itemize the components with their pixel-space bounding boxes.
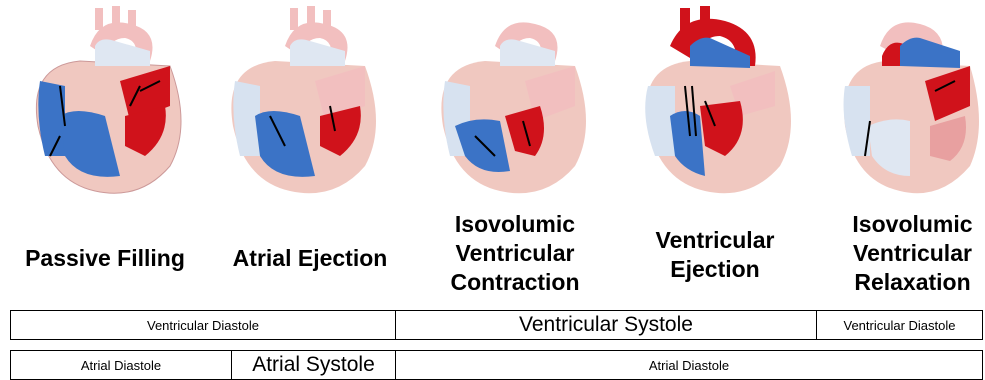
stage-label-isovolumic-contraction: Isovolumic Ventricular Contraction — [440, 210, 590, 297]
stage-label-isovolumic-relaxation: Isovolumic Ventricular Relaxation — [840, 210, 985, 297]
ventricular-diastole-bar-1: Ventricular Diastole — [10, 310, 396, 340]
stage-label-atrial-ejection: Atrial Ejection — [215, 244, 405, 273]
heart-diagram-ventricular-ejection — [630, 6, 800, 196]
ventricular-diastole-bar-2: Ventricular Diastole — [816, 310, 983, 340]
heart-diagram-isovolumic-contraction — [425, 6, 595, 196]
atrial-diastole-bar-1: Atrial Diastole — [10, 350, 232, 380]
heart-diagram-atrial-ejection — [215, 6, 385, 196]
stage-label-passive-filling: Passive Filling — [10, 244, 200, 273]
heart-diagram-isovolumic-relaxation — [830, 6, 985, 196]
stage-label-ventricular-ejection: Ventricular Ejection — [640, 226, 790, 284]
atrial-systole-bar: Atrial Systole — [231, 350, 396, 380]
atrial-diastole-bar-2: Atrial Diastole — [395, 350, 983, 380]
ventricular-systole-bar: Ventricular Systole — [395, 310, 817, 340]
heart-diagram-passive-filling — [20, 6, 190, 196]
